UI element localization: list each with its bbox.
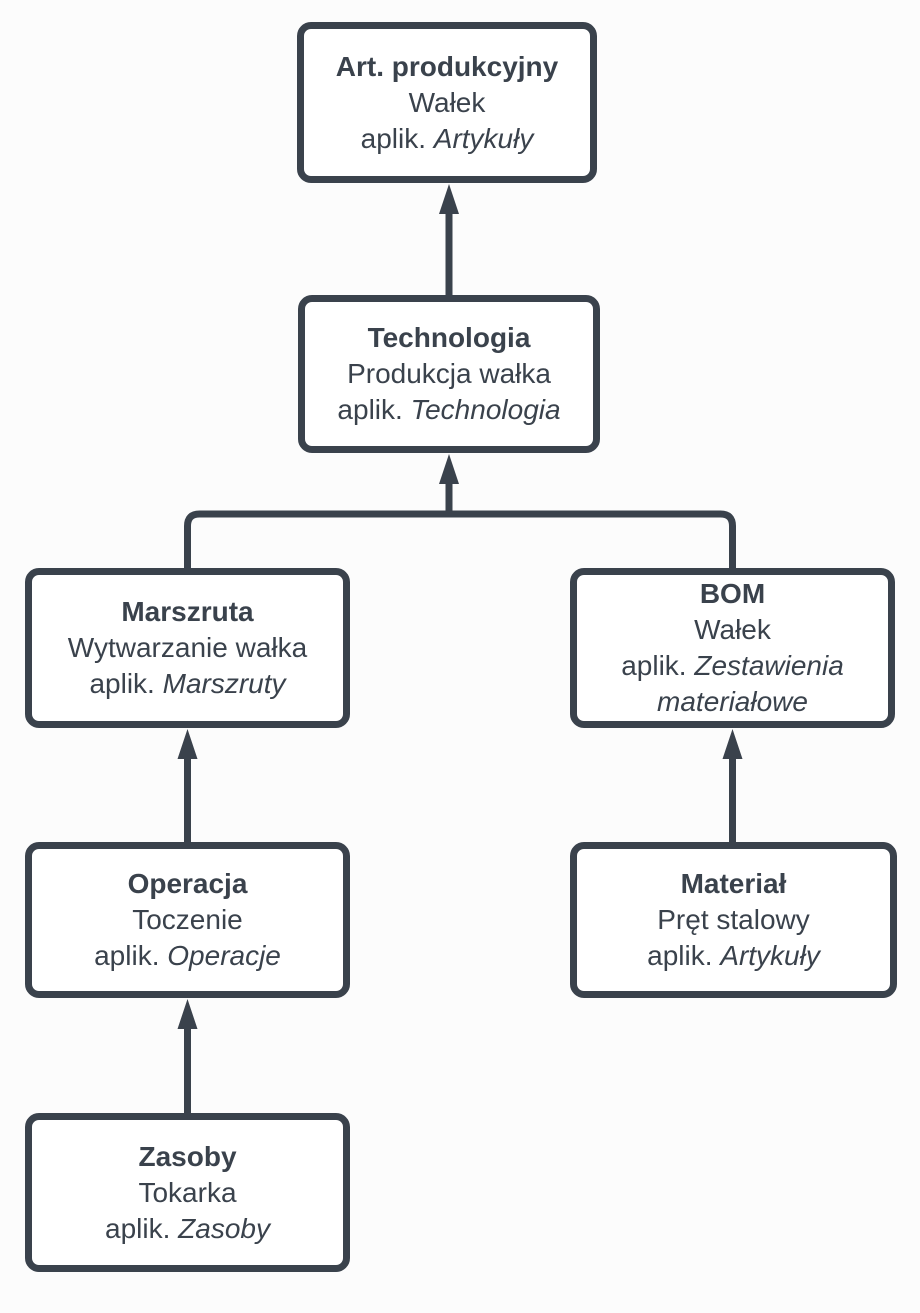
node-bom-title: BOM [699, 578, 766, 609]
aplik-prefix: aplik. [621, 650, 687, 681]
app-name: Operacje [167, 940, 281, 971]
node-art-produkcyjny-title: Art. produkcyjny [335, 50, 559, 82]
node-bom-app-line: aplik. Zestawienia materiałowe [585, 648, 880, 720]
arrowhead-to-technologia [439, 454, 459, 484]
node-bom-subtitle: Wałek [694, 614, 771, 645]
node-operacja-title: Operacja [127, 868, 248, 899]
node-art-produkcyjny-subtitle: Wałek [408, 86, 486, 118]
node-art-produkcyjny: Art. produkcyjny Wałek aplik. Artykuły [297, 22, 597, 183]
node-art-produkcyjny-app-line: aplik. Artykuły [361, 121, 534, 157]
aplik-prefix: aplik. [337, 394, 403, 425]
node-zasoby-app-line: aplik. Zasoby [105, 1211, 270, 1247]
app-name: Technologia [410, 394, 561, 425]
node-material-app-line: aplik. Artykuły [647, 938, 820, 974]
node-operacja-subtitle: Toczenie [132, 904, 243, 935]
node-technologia-title: Technologia [367, 322, 531, 353]
node-marszruta-title: Marszruta [121, 596, 254, 627]
node-marszruta-app-line: aplik. Marszruty [89, 666, 285, 702]
node-zasoby: Zasoby Tokarka aplik. Zasoby [25, 1113, 350, 1272]
arrowhead-to-operacja [177, 999, 198, 1029]
aplik-prefix: aplik. [105, 1212, 171, 1244]
app-name: Artykuły [720, 940, 820, 971]
node-operacja-app-line: aplik. Operacje [94, 938, 281, 974]
node-marszruta: Marszruta Wytwarzanie wałka aplik. Marsz… [25, 568, 350, 728]
arrowhead-to-art-produkcyjny [439, 184, 459, 214]
node-operacja: Operacja Toczenie aplik. Operacje [25, 842, 350, 998]
node-technologia-app-line: aplik. Technologia [337, 392, 560, 428]
edge-branch-marszruta-bom [184, 510, 736, 568]
node-technologia-subtitle: Produkcja wałka [347, 358, 551, 389]
app-name: Artykuły [433, 122, 534, 154]
aplik-prefix: aplik. [89, 668, 155, 699]
node-marszruta-subtitle: Wytwarzanie wałka [67, 632, 308, 663]
node-zasoby-title: Zasoby [138, 1140, 237, 1172]
node-material-subtitle: Pręt stalowy [657, 904, 810, 935]
node-material: Materiał Pręt stalowy aplik. Artykuły [570, 842, 897, 998]
aplik-prefix: aplik. [360, 122, 426, 154]
node-material-title: Materiał [680, 868, 787, 899]
app-name: Zestawienia materiałowe [657, 650, 844, 717]
app-name: Zasoby [178, 1212, 270, 1244]
node-zasoby-subtitle: Tokarka [138, 1176, 237, 1208]
node-technologia: Technologia Produkcja wałka aplik. Techn… [298, 295, 600, 453]
app-name: Marszruty [162, 668, 286, 699]
arrowhead-to-marszruta [177, 729, 198, 759]
arrowhead-to-bom [722, 729, 743, 759]
aplik-prefix: aplik. [647, 940, 713, 971]
node-bom: BOM Wałek aplik. Zestawienia materiałowe [570, 568, 895, 728]
aplik-prefix: aplik. [94, 940, 160, 971]
